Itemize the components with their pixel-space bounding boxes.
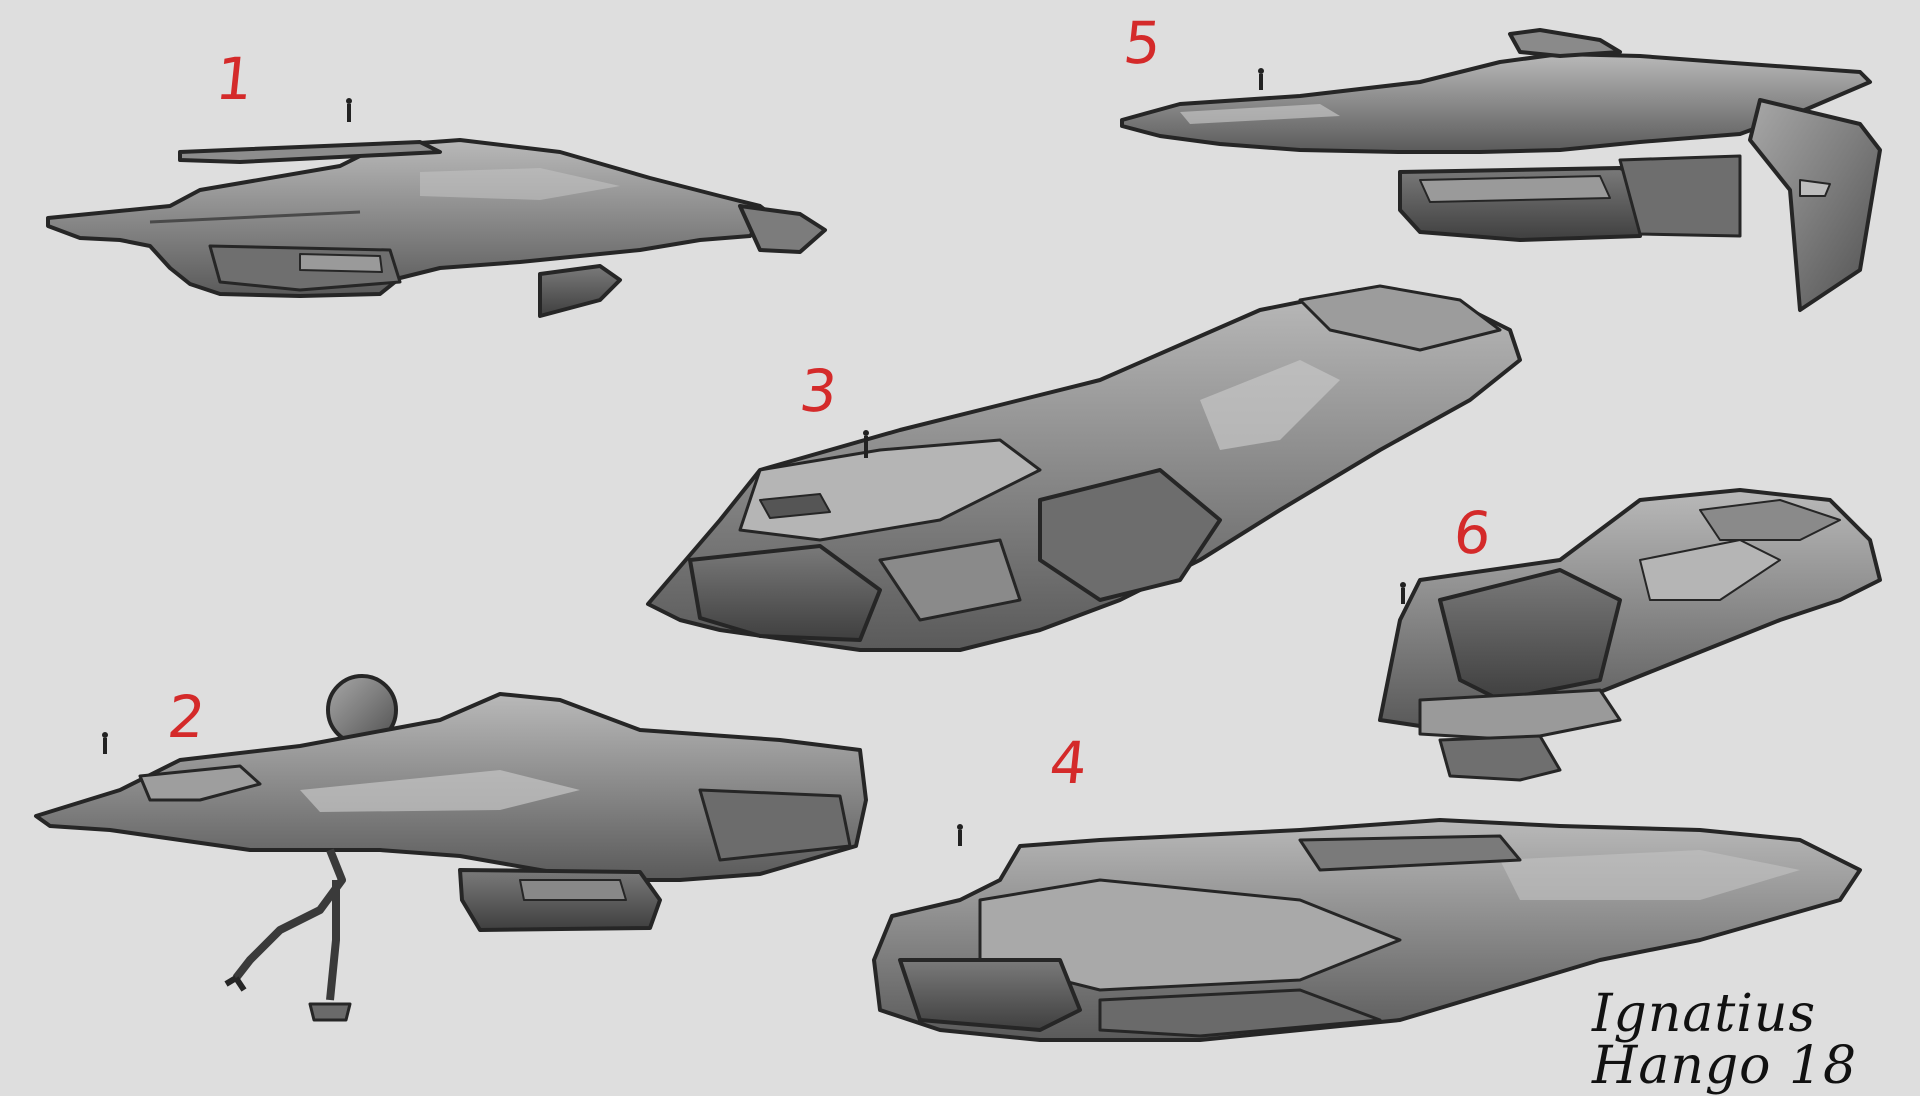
artist-signature: Ignatius Hango 18 [1592,984,1858,1096]
ship-label-3: 3 [796,357,841,425]
ship-label-6: 6 [1450,499,1495,567]
ship-2-sketch [34,674,868,1022]
ship-3-sketch [646,284,1522,652]
ship-label-4: 4 [1046,729,1091,797]
ship-1-sketch [46,98,827,318]
ship-6-sketch [1378,488,1882,782]
ship-5-sketch [1120,28,1882,312]
ship-label-2: 2 [164,683,209,751]
ship-label-1: 1 [212,45,257,113]
ship-label-5: 5 [1120,9,1165,77]
ship-4-sketch [872,818,1862,1042]
